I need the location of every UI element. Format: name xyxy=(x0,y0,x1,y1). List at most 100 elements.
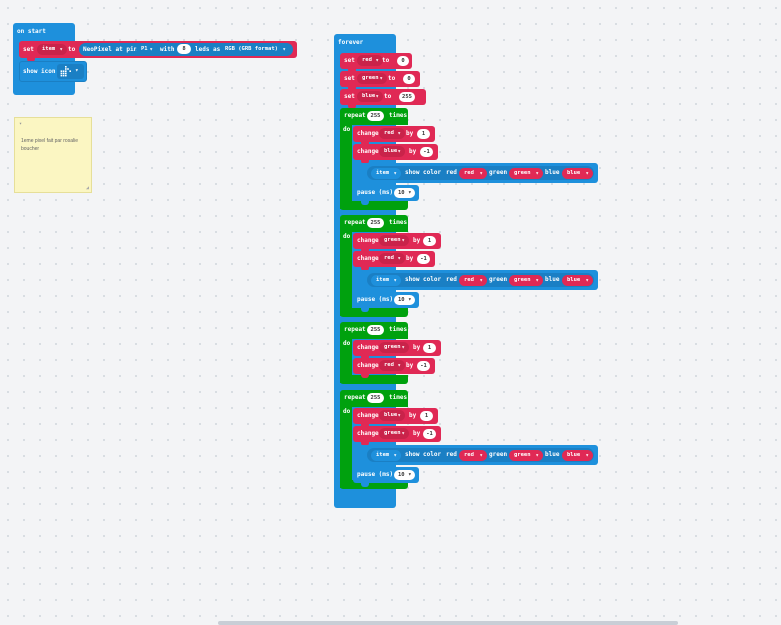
horizontal-scrollbar[interactable] xyxy=(218,621,678,625)
value-input[interactable]: 0 xyxy=(397,56,409,66)
repeat-count-input[interactable]: 255 xyxy=(367,393,384,403)
red-arg-label: red xyxy=(446,276,457,283)
red-arg-label: red xyxy=(446,451,457,458)
notch xyxy=(361,201,369,205)
resize-handle-icon[interactable]: ◢ xyxy=(85,185,89,191)
green-arg-label: green xyxy=(489,451,508,458)
show-icon-label: show icon xyxy=(23,68,56,75)
red-variable-dropdown[interactable]: red xyxy=(379,253,405,264)
item-variable-dropdown[interactable]: item xyxy=(371,274,401,286)
show-color-label: show color xyxy=(405,169,442,176)
change-label: change xyxy=(357,148,379,155)
set-label: set xyxy=(344,57,355,64)
by-label: by xyxy=(409,148,417,155)
pause-value-dropdown[interactable]: 10 xyxy=(394,470,415,480)
blue-variable-dropdown[interactable]: blue xyxy=(562,449,593,461)
show-color-label: show color xyxy=(405,276,442,283)
pause-value-dropdown[interactable]: 10 xyxy=(394,188,415,198)
green-variable-dropdown[interactable]: green xyxy=(379,342,409,353)
by-label: by xyxy=(413,237,421,244)
by-label: by xyxy=(413,430,421,437)
do-label: do xyxy=(343,126,351,133)
leds-count-input[interactable]: 8 xyxy=(177,44,191,54)
change-value-input[interactable]: -1 xyxy=(417,254,430,264)
leds-as-label: leds as xyxy=(195,46,221,53)
green-arg-label: green xyxy=(489,276,508,283)
pause-value-dropdown[interactable]: 10 xyxy=(394,295,415,305)
notch xyxy=(361,267,369,271)
red-arg-label: red xyxy=(446,169,457,176)
on-start-label: on start xyxy=(17,28,46,35)
pause-label: pause (ms) xyxy=(357,471,394,478)
notch xyxy=(361,483,369,487)
red-variable-dropdown[interactable]: red xyxy=(379,128,405,139)
change-label: change xyxy=(357,255,379,262)
by-label: by xyxy=(409,412,417,419)
by-label: by xyxy=(406,362,414,369)
chevron-down-icon: ▾ xyxy=(408,189,412,196)
green-variable-dropdown[interactable]: green xyxy=(379,235,409,246)
red-variable-dropdown[interactable]: red xyxy=(379,360,405,371)
green-variable-dropdown[interactable]: green xyxy=(509,274,543,286)
to-label: to xyxy=(388,75,396,82)
item-variable-dropdown[interactable]: item xyxy=(37,44,67,55)
blue-variable-dropdown[interactable]: blue xyxy=(562,167,593,179)
red-variable-dropdown[interactable]: red xyxy=(459,274,487,286)
set-label: set xyxy=(23,46,34,53)
pin-dropdown[interactable]: P1 xyxy=(136,44,157,55)
repeat-count-input[interactable]: 255 xyxy=(367,111,384,121)
comment-text[interactable]: 1eme pixel fait par rosalie boucher xyxy=(21,138,78,152)
pause-label: pause (ms) xyxy=(357,189,394,196)
blue-variable-dropdown[interactable]: blue xyxy=(379,146,405,157)
change-value-input[interactable]: -1 xyxy=(417,361,430,371)
repeat-label: repeat xyxy=(344,394,366,401)
repeat-block-foot xyxy=(340,375,408,384)
red-variable-dropdown[interactable]: red xyxy=(459,167,487,179)
change-value-input[interactable]: -1 xyxy=(423,429,436,439)
item-variable-dropdown[interactable]: item xyxy=(371,167,401,179)
change-value-input[interactable]: -1 xyxy=(420,147,433,157)
blue-variable-dropdown[interactable]: blue xyxy=(562,274,593,286)
forever-label: forever xyxy=(338,39,364,46)
green-variable-dropdown[interactable]: green xyxy=(379,428,409,439)
notch xyxy=(361,442,369,446)
blue-variable-dropdown[interactable]: blue xyxy=(379,410,405,421)
change-value-input[interactable]: 1 xyxy=(420,411,433,421)
blue-variable-dropdown[interactable]: blue xyxy=(357,91,383,102)
green-variable-dropdown[interactable]: green xyxy=(357,73,387,84)
item-variable-dropdown[interactable]: item xyxy=(371,449,401,461)
value-input[interactable]: 0 xyxy=(403,74,415,84)
collapse-icon[interactable]: ▾ xyxy=(19,121,23,127)
red-variable-dropdown[interactable]: red xyxy=(459,449,487,461)
comment-note[interactable]: ▾ 1eme pixel fait par rosalie boucher ◢ xyxy=(14,117,92,193)
red-variable-dropdown[interactable]: red xyxy=(357,55,383,66)
green-variable-dropdown[interactable]: green xyxy=(509,167,543,179)
icon-grid-icon xyxy=(60,66,71,77)
show-color-label: show color xyxy=(405,451,442,458)
format-dropdown[interactable]: RGB (GRB format) xyxy=(220,44,290,55)
repeat-count-input[interactable]: 255 xyxy=(367,325,384,335)
to-label: to xyxy=(68,46,76,53)
with-label: with xyxy=(160,46,175,53)
value-input[interactable]: 255 xyxy=(399,92,415,102)
green-variable-dropdown[interactable]: green xyxy=(509,449,543,461)
change-value-input[interactable]: 1 xyxy=(417,129,430,139)
change-label: change xyxy=(357,412,379,419)
change-value-input[interactable]: 1 xyxy=(423,343,436,353)
repeat-block-foot xyxy=(340,308,408,317)
times-label: times xyxy=(389,394,408,401)
set-label: set xyxy=(344,93,355,100)
repeat-block-arm xyxy=(340,124,352,209)
neopixel-label: NeoPixel at pin xyxy=(83,46,138,53)
by-label: by xyxy=(406,130,414,137)
chevron-down-icon: ▾ xyxy=(408,296,412,303)
repeat-block-arm xyxy=(340,338,352,383)
do-label: do xyxy=(343,233,351,240)
change-value-input[interactable]: 1 xyxy=(423,236,436,246)
do-label: do xyxy=(343,340,351,347)
on-start-block[interactable] xyxy=(13,23,75,95)
notch xyxy=(27,58,35,62)
repeat-count-input[interactable]: 255 xyxy=(367,218,384,228)
repeat-block-arm xyxy=(340,406,352,488)
green-arg-label: green xyxy=(489,169,508,176)
